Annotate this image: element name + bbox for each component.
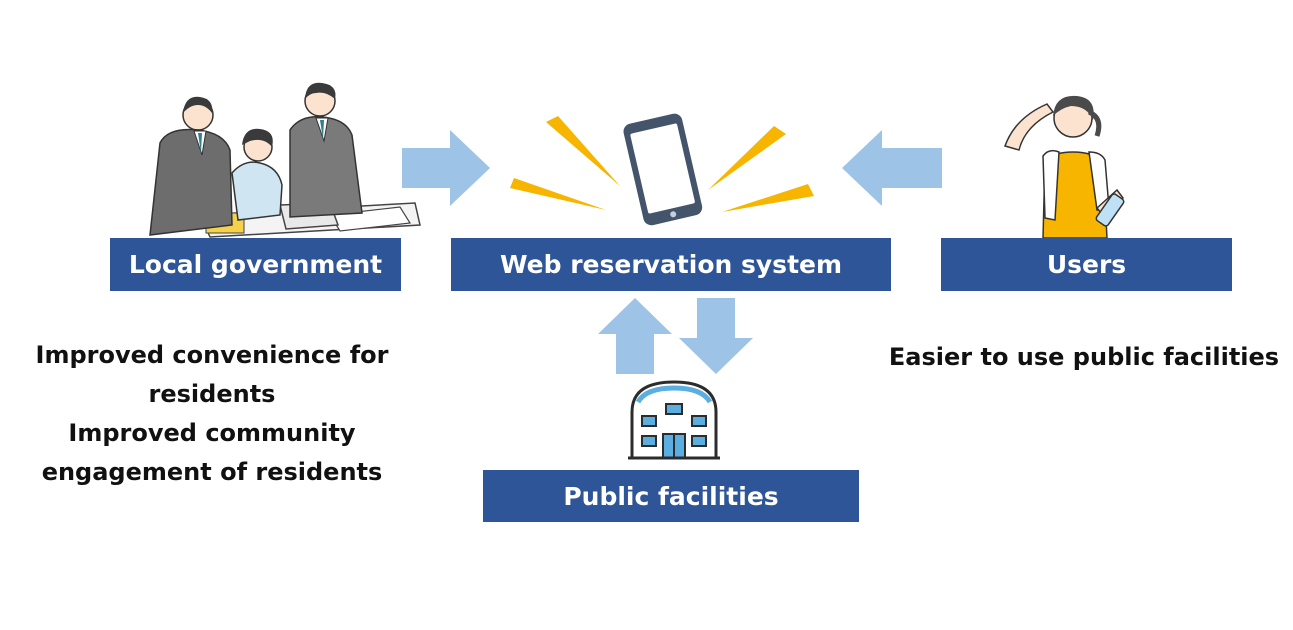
local-government-benefits: Improved convenience for residents Impro… — [20, 336, 404, 492]
burst-ray — [510, 178, 606, 210]
benefit-line: Improved community — [68, 419, 356, 447]
arrow-facilities-to-system — [598, 298, 672, 374]
office-workers-illustration — [140, 75, 421, 240]
burst-ray — [546, 116, 620, 186]
burst-ray — [722, 184, 814, 212]
smartphone-icon — [510, 112, 820, 230]
benefit-line: Improved convenience for — [35, 341, 389, 369]
web-reservation-system-box: Web reservation system — [451, 238, 891, 291]
building-icon — [628, 378, 720, 462]
benefit-line: Easier to use public facilities — [888, 343, 1280, 371]
burst-ray — [708, 126, 786, 190]
benefit-line: residents — [148, 380, 276, 408]
arrow-users-to-system — [842, 130, 942, 206]
users-benefits: Easier to use public facilities — [880, 338, 1288, 377]
benefit-line: engagement of residents — [41, 458, 383, 486]
users-box: Users — [941, 238, 1232, 291]
arrow-government-to-system — [402, 130, 490, 206]
public-facilities-box: Public facilities — [483, 470, 859, 522]
arrow-system-to-facilities — [679, 298, 753, 374]
local-government-box: Local government — [110, 238, 401, 291]
user-with-towel-illustration — [985, 90, 1145, 240]
